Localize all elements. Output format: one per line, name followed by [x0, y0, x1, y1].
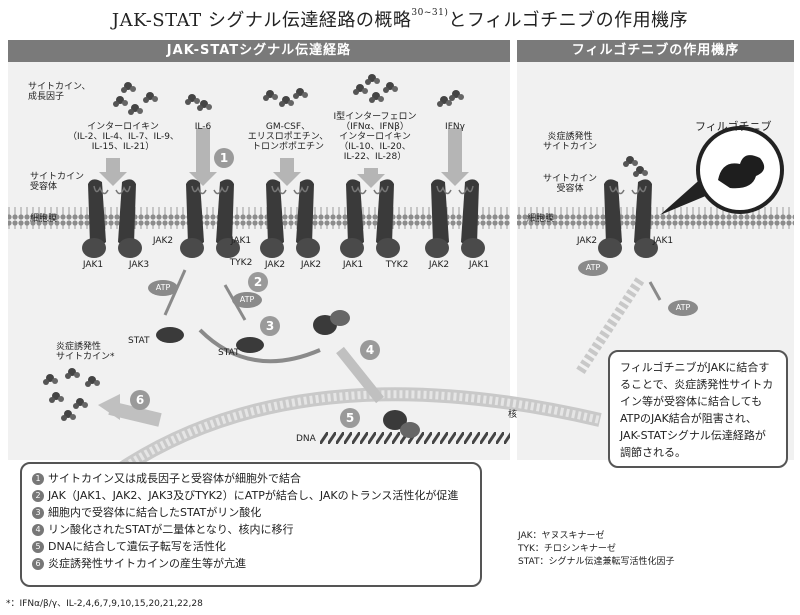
jak-label: JAK1 — [468, 260, 490, 270]
footnote: *：IFNα/β/γ、IL-2,4,6,7,9,10,15,20,21,22,2… — [6, 599, 203, 609]
title-reference: 30~31) — [411, 8, 449, 18]
jak-label: JAK1 — [230, 236, 252, 246]
cytokine-label: サイトカイン、 成長因子 — [28, 82, 91, 102]
ligand-label-interferon: I型インターフェロン （IFNα、IFNβ） インターロイキン （IL-10、I… — [333, 112, 417, 162]
right-jak-left-label: JAK2 — [576, 236, 598, 246]
legend-number: 3 — [32, 507, 44, 519]
steps-legend: 1 サイトカイン又は成長因子と受容体が細胞外で結合 2 JAK（JAK1、JAK2、… — [20, 462, 482, 587]
legend-item: 5 DNAに結合して遺伝子転写を活性化 — [32, 538, 470, 555]
right-receptor-label: サイトカイン 受容体 — [542, 174, 597, 194]
title-rest: とフィルゴチニブの作用機序 — [448, 10, 689, 31]
ligand-label-interleukin: インターロイキン （IL-2、IL-4、IL-7、IL-9、 IL-15、IL-… — [68, 122, 179, 152]
abbreviation-stat: STAT：シグナル伝達兼転写活性化因子 — [518, 557, 675, 567]
legend-text: JAK（JAK1、JAK2、JAK3及びTYK2）にATPが結合し、JAKのトラ… — [48, 489, 459, 502]
right-membrane-label: 細胞膜 — [527, 214, 555, 224]
figure-title: JAK-STAT シグナル伝達経路の概略30~31)とフィルゴチニブの作用機序 — [0, 6, 800, 32]
right-inflammatory-label: 炎症誘発性 サイトカイン — [542, 132, 597, 152]
legend-number: 4 — [32, 524, 44, 536]
dna-label: DNA — [296, 434, 316, 444]
jak-label: JAK2 — [264, 260, 286, 270]
legend-item: 4 リン酸化されたSTATが二量体となり、核内に移行 — [32, 521, 470, 538]
legend-text: 細胞内で受容体に結合したSTATがリン酸化 — [48, 506, 262, 519]
legend-item: 1 サイトカイン又は成長因子と受容体が細胞外で結合 — [32, 470, 470, 487]
right-panel-header: フィルゴチニブの作用機序 — [517, 40, 794, 62]
cell-membrane-right — [517, 207, 794, 229]
legend-number: 5 — [32, 541, 44, 553]
right-jak-right-label: JAK1 — [652, 236, 674, 246]
step-5-marker: 5 — [340, 408, 360, 428]
legend-text: サイトカイン又は成長因子と受容体が細胞外で結合 — [48, 472, 301, 485]
jak-label: TYK2 — [385, 260, 409, 270]
abbreviation-jak: JAK：ヤヌスキナーゼ — [518, 531, 605, 541]
legend-text: DNAに結合して遺伝子転写を活性化 — [48, 540, 226, 553]
ligand-label-il6: IL-6 — [194, 122, 212, 132]
atp-badge: ATP — [148, 280, 178, 296]
step-4-marker: 4 — [360, 340, 380, 360]
jak-label: JAK2 — [428, 260, 450, 270]
stat-label: STAT — [218, 348, 240, 358]
filgotinib-label: フィルゴチニブ — [695, 120, 772, 133]
legend-text: リン酸化されたSTATが二量体となり、核内に移行 — [48, 523, 294, 536]
step-2-marker: 2 — [248, 272, 268, 292]
right-atp-badge: ATP — [668, 300, 698, 316]
legend-number: 2 — [32, 490, 44, 502]
receptor-label: サイトカイン 受容体 — [30, 172, 85, 192]
ligand-label-ifng: IFNγ — [445, 122, 465, 132]
jak-label: JAK3 — [128, 260, 150, 270]
stat-label: STAT — [128, 336, 150, 346]
jak-label: JAK1 — [342, 260, 364, 270]
step-1-marker: 1 — [214, 148, 234, 168]
jak-label: JAK2 — [300, 260, 322, 270]
jak-label: JAK2 — [152, 236, 174, 246]
legend-text: 炎症誘発性サイトカインの産生等が亢進 — [48, 557, 246, 570]
nucleus-label: 核 — [508, 410, 518, 420]
inflammatory-cytokine-label: 炎症誘発性 サイトカイン* — [56, 342, 115, 362]
legend-item: 2 JAK（JAK1、JAK2、JAK3及びTYK2）にATPが結合し、JAKのト… — [32, 487, 470, 504]
abbreviation-tyk: TYK：チロシンキナーゼ — [518, 544, 616, 554]
legend-number: 6 — [32, 558, 44, 570]
filgotinib-mechanism-callout: フィルゴチニブがJAKに結合することで、炎症誘発性サイトカイン等が受容体に結合し… — [608, 350, 788, 468]
legend-item: 3 細胞内で受容体に結合したSTATがリン酸化 — [32, 504, 470, 521]
ligand-label-gmcsf: GM-CSF、 エリスロポエチン、 トロンボポエチン — [247, 122, 329, 152]
membrane-label: 細胞膜 — [30, 214, 58, 224]
dna-strand — [320, 432, 510, 444]
right-atp-badge: ATP — [578, 260, 608, 276]
left-panel-header: JAK-STATシグナル伝達経路 — [8, 40, 510, 62]
title-main: JAK-STAT シグナル伝達経路の概略 — [111, 10, 412, 31]
legend-number: 1 — [32, 473, 44, 485]
jak-label: JAK1 — [82, 260, 104, 270]
step-3-marker: 3 — [260, 316, 280, 336]
atp-badge: ATP — [232, 292, 262, 308]
legend-item: 6 炎症誘発性サイトカインの産生等が亢進 — [32, 555, 470, 572]
jak-label: TYK2 — [229, 258, 253, 268]
step-6-marker: 6 — [130, 390, 150, 410]
